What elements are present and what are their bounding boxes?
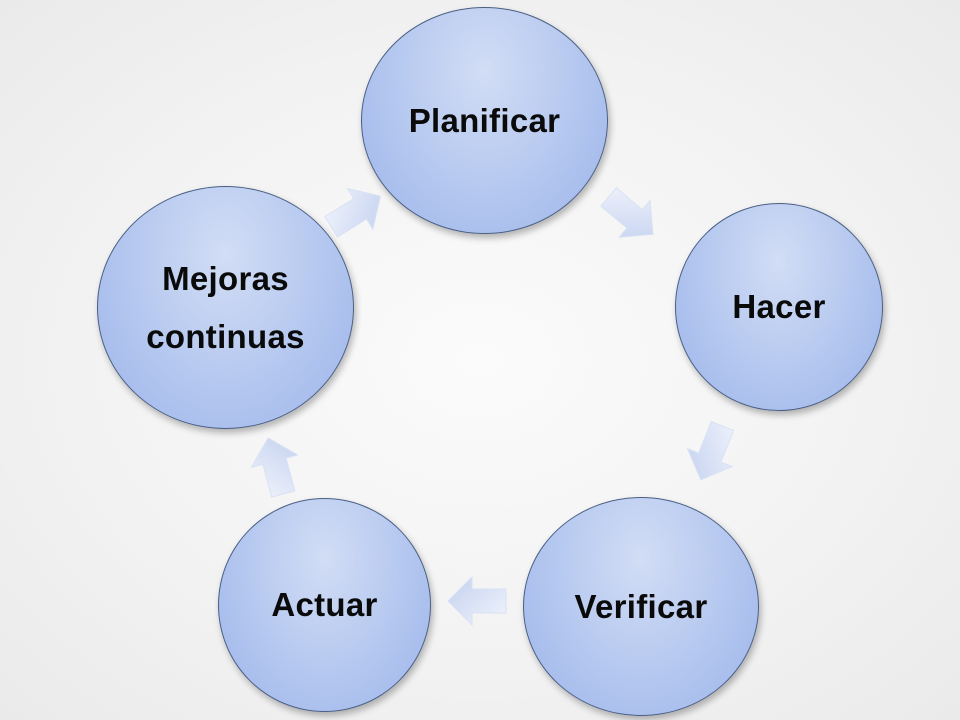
node-label-mejoras-continuas: Mejoras continuas [146,259,305,355]
node-mejoras-continuas: Mejoras continuas [97,186,354,429]
arrow-verificar-to-actuar [447,575,507,627]
node-label-verificar: Verificar [574,587,708,625]
node-verificar: Verificar [523,497,759,716]
node-label-planificar: Planificar [408,101,561,139]
node-hacer: Hacer [675,203,883,411]
node-label-hacer: Hacer [732,288,826,326]
arrow-hacer-to-verificar [686,420,735,481]
node-planificar: Planificar [361,7,608,234]
arrow-actuar-to-mejoras [250,437,299,498]
arrow-planificar-to-hacer [600,187,654,238]
node-actuar: Actuar [218,498,431,712]
node-label-actuar: Actuar [271,586,378,624]
